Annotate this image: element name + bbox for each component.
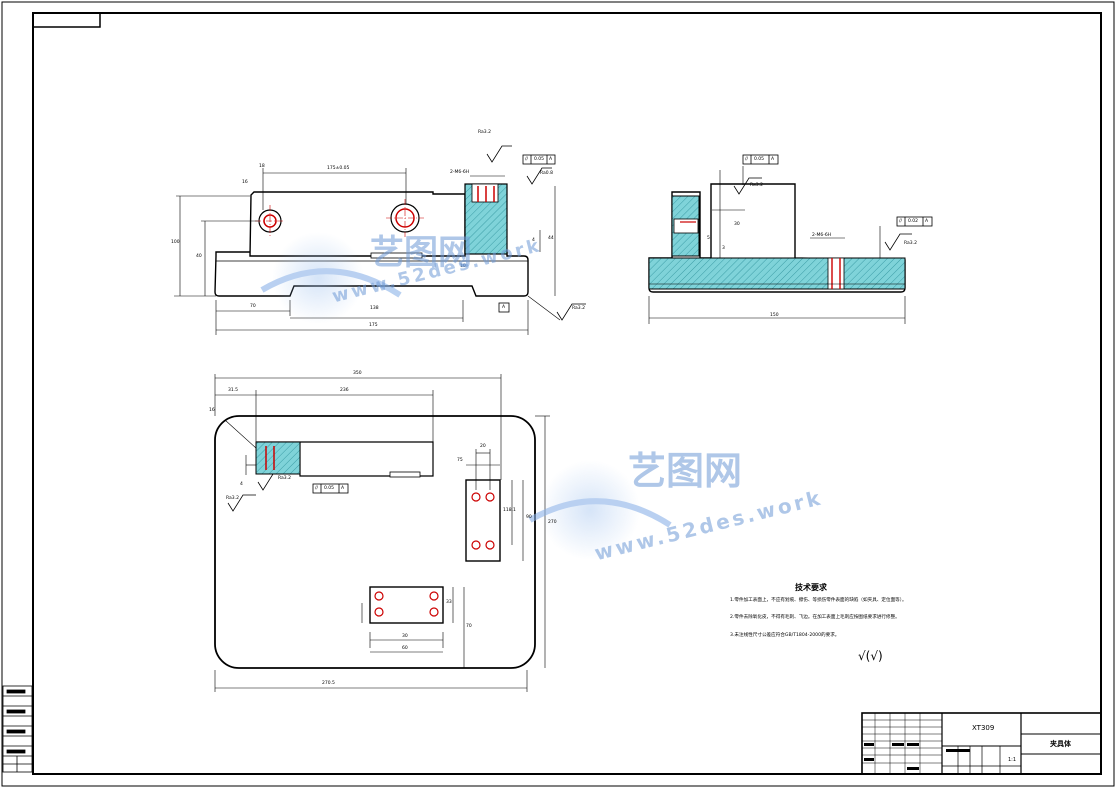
- dim-front-70: 70: [250, 304, 256, 309]
- watermark-logo: [260, 232, 672, 560]
- tol-side-2-symbol: //: [899, 219, 903, 224]
- dim-front-138: 138: [370, 306, 379, 311]
- side-view: [648, 154, 933, 324]
- title-block: [861, 712, 1102, 775]
- dim-front-100: 100: [171, 240, 180, 245]
- dim-top-270: 270: [548, 520, 557, 525]
- locating-plate-bottom-holes: [374, 591, 439, 617]
- tech-note-2: 2.零件去除氧化皮，不得有毛刺、飞边。在加工表面上毛刺应按图纸要求进行修整。: [730, 615, 900, 620]
- dim-front-4: 4: [532, 238, 535, 243]
- thread-front: 2-M6-6H: [450, 170, 470, 175]
- tech-requirements-heading: 技术要求: [795, 583, 827, 592]
- drawing-code: XT309: [972, 724, 995, 732]
- general-roughness-symbol: √(√): [858, 649, 883, 663]
- dim-top-30: 30: [402, 634, 408, 639]
- dim-top-270-5: 270.5: [322, 681, 335, 686]
- tech-note-1: 1.零件加工表面上，不应有划痕、擦伤、等损伤零件表面的缺陷（如夹具、定位面等）。: [730, 598, 907, 603]
- dim-front-175: 175: [369, 323, 378, 328]
- dim-front-10: 10: [460, 264, 466, 269]
- tol-top-symbol: //: [315, 486, 319, 491]
- ra-front-3: Ra3.2: [572, 306, 585, 311]
- part-name: 夹具体: [1050, 740, 1071, 748]
- tol-side-1-value: 0.05: [754, 157, 765, 162]
- dim-top-31-5: 31.5: [228, 388, 239, 393]
- top-view: [214, 374, 550, 692]
- tol-side-2-datum: A: [925, 219, 929, 224]
- tol-top-value: 0.05: [324, 486, 335, 491]
- tol-front-symbol: //: [525, 157, 529, 162]
- top-plate: [214, 415, 536, 669]
- left-side-strip: [2, 685, 33, 773]
- tol-side-2-value: 0.02: [908, 219, 919, 224]
- dim-top-236: 236: [340, 388, 349, 393]
- dim-front-18: 18: [259, 164, 265, 169]
- tol-front-value: 0.05: [534, 157, 545, 162]
- dim-side-30: 30: [734, 222, 740, 227]
- dim-front-40: 40: [196, 254, 202, 259]
- thread-side: 2-M6-6H: [812, 233, 832, 238]
- dim-side-150: 150: [770, 313, 779, 318]
- dim-top-75: 75: [457, 458, 463, 463]
- tol-top-datum: A: [341, 486, 345, 491]
- dim-front-16: 16: [242, 180, 248, 185]
- inner-border: [32, 12, 1102, 775]
- dim-front-44: 44: [548, 236, 554, 241]
- tol-front-datum: A: [549, 157, 553, 162]
- dim-top-350: 350: [353, 371, 362, 376]
- watermark-brand-1: 艺图网: [370, 233, 472, 273]
- dim-side-3: 3: [722, 246, 725, 251]
- dim-top-20: 20: [480, 444, 486, 449]
- top-section: [255, 441, 301, 475]
- locating-plate-right-holes: [471, 492, 495, 550]
- side-section-base: [648, 257, 906, 290]
- ra-side-2: Ra3.2: [904, 241, 917, 246]
- tol-side-1-symbol: //: [745, 157, 749, 162]
- dim-top-16: 16: [209, 408, 215, 413]
- dim-top-70: 70: [466, 624, 472, 629]
- ra-front-2: Ra0.8: [540, 171, 553, 176]
- datum-front: A: [502, 305, 506, 310]
- ra-front-1: Ra3.2: [478, 130, 491, 135]
- ra-top-2: Ra3.2: [278, 476, 291, 481]
- tol-side-1-datum: A: [771, 157, 775, 162]
- dim-top-4: 4: [240, 482, 243, 487]
- dim-side-5: 5: [707, 236, 710, 241]
- watermark-brand-2: 艺图网: [628, 449, 743, 493]
- tech-note-3: 3.未注线性尺寸公差应符合GB/T1804-2000的要求。: [730, 633, 840, 638]
- ra-top-1: Ra3.2: [226, 496, 239, 501]
- dim-top-33: 33: [446, 600, 452, 605]
- code-box-top-left: [32, 12, 101, 28]
- drawing-scale: 1:1: [1008, 757, 1017, 763]
- ra-side-1: Ra3.2: [750, 183, 763, 188]
- dim-front-175-tol: 175±0.05: [327, 166, 350, 171]
- locating-plate-right: [465, 479, 501, 562]
- dim-top-118-1: 118.1: [503, 508, 516, 513]
- dim-top-60: 60: [402, 646, 408, 651]
- dim-top-90: 90: [526, 515, 532, 520]
